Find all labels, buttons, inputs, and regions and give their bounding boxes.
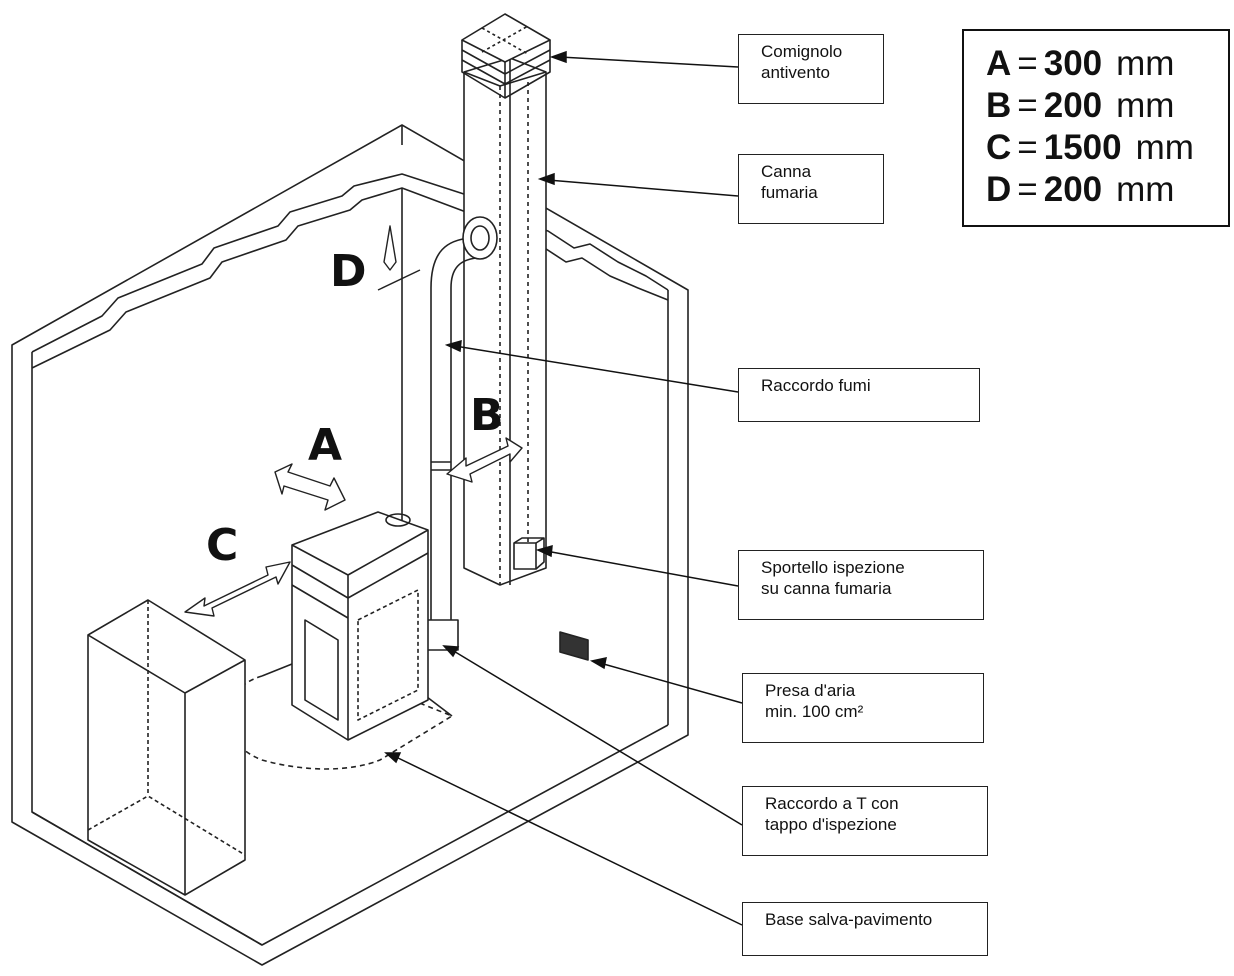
legend-value: 200 — [1043, 170, 1103, 209]
legend-equals: = — [1017, 128, 1038, 167]
legend-key: D — [986, 170, 1012, 209]
legend-row-c: C=1500 mm — [986, 127, 1228, 169]
callout-base-salva-pavimento: Base salva-pavimento — [742, 902, 988, 956]
callout-raccordo-t: Raccordo a T con tappo d'ispezione — [742, 786, 988, 856]
dimension-label-b: B — [470, 390, 504, 441]
legend-unit: mm — [1135, 128, 1194, 167]
legend-equals: = — [1017, 86, 1038, 125]
legend-value: 1500 — [1043, 128, 1122, 167]
legend-key: C — [986, 128, 1012, 167]
smoke-pipe — [423, 216, 498, 651]
callout-sportello-ispezione: Sportello ispezione su canna fumaria — [738, 550, 984, 620]
legend-row-d: D=200 mm — [986, 169, 1228, 211]
chimney-flue — [463, 57, 547, 586]
pointer-lines — [384, 50, 743, 926]
legend-row-a: A=300 mm — [986, 43, 1228, 85]
air-intake-grille — [559, 631, 589, 661]
dimension-label-a: A — [308, 420, 342, 471]
legend-unit: mm — [1116, 44, 1175, 83]
legend-unit: mm — [1116, 170, 1175, 209]
dimension-label-d: D — [330, 246, 367, 297]
callout-presa-aria: Presa d'aria min. 100 cm² — [742, 673, 984, 743]
legend-row-b: B=200 mm — [986, 85, 1228, 127]
legend-equals: = — [1017, 170, 1038, 209]
callout-comignolo-antivento: Comignolo antivento — [738, 34, 884, 104]
legend-key: A — [986, 44, 1012, 83]
adjacent-cabinet — [87, 599, 246, 896]
legend-key: B — [986, 86, 1012, 125]
clearance-arrows — [184, 225, 523, 617]
pellet-stove — [291, 511, 429, 741]
callout-canna-fumaria: Canna fumaria — [738, 154, 884, 224]
legend-value: 200 — [1043, 86, 1103, 125]
dimension-label-c: C — [206, 520, 238, 571]
legend-unit: mm — [1116, 86, 1175, 125]
legend-equals: = — [1017, 44, 1038, 83]
chimney-inspection-door — [513, 537, 545, 570]
callout-raccordo-fumi: Raccordo fumi — [738, 368, 980, 422]
chimney-cap — [461, 13, 551, 99]
legend-value: 300 — [1043, 44, 1103, 83]
